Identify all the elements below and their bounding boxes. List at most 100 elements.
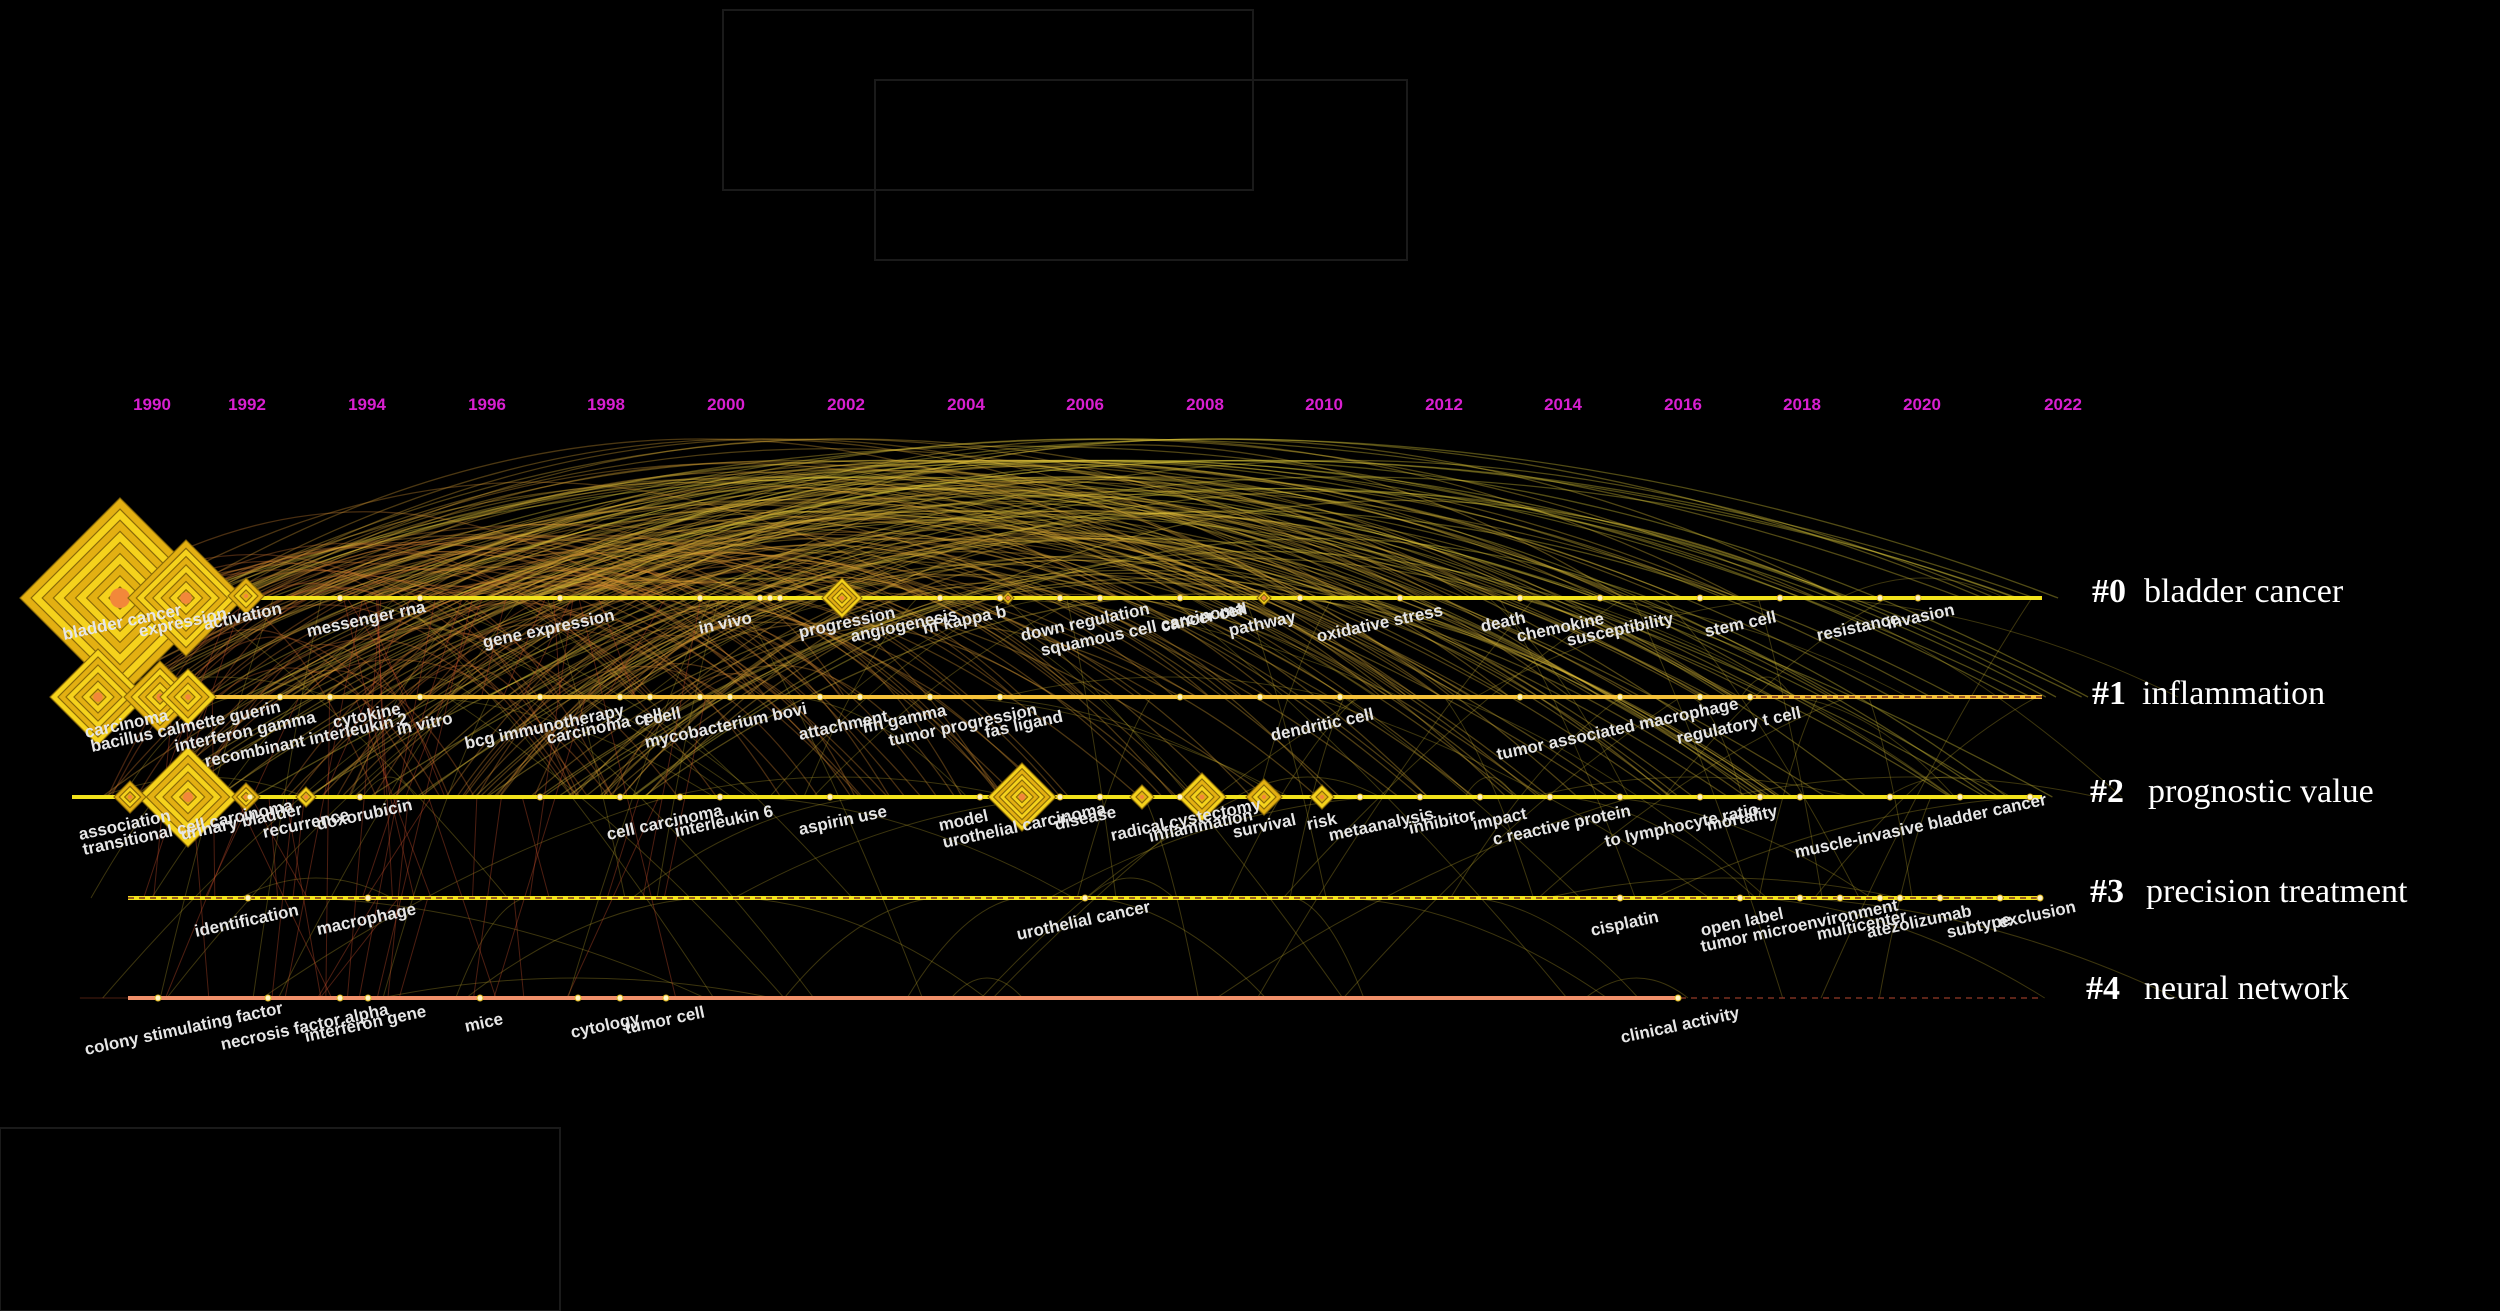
year-label: 2022 <box>2044 395 2082 414</box>
link-arc <box>1120 597 1376 698</box>
link-arc <box>1309 696 1710 899</box>
keyword-dot <box>726 693 734 701</box>
link-arc <box>456 625 938 798</box>
empty-frames <box>0 9 1408 1311</box>
link-arc <box>368 510 1958 798</box>
link-arc <box>465 897 697 999</box>
link-arc <box>621 586 1211 798</box>
keyword-dot <box>336 594 344 602</box>
link-arc <box>505 567 891 798</box>
link-arc <box>510 597 853 899</box>
year-label: 2012 <box>1425 395 1463 414</box>
link-arc <box>642 593 1782 798</box>
keyword-dot <box>1176 693 1184 701</box>
year-label: 2004 <box>947 395 985 414</box>
link-arc <box>612 511 1796 698</box>
link-arc <box>461 438 1984 599</box>
year-label: 2000 <box>707 395 745 414</box>
keyword-dot <box>1081 894 1089 902</box>
link-arc <box>393 538 1429 798</box>
node-association <box>113 780 147 814</box>
node-core <box>1199 794 1205 800</box>
link-arc <box>304 483 1772 798</box>
link-arc <box>261 796 669 999</box>
link-arc <box>424 501 1355 698</box>
link-arc <box>601 535 1511 798</box>
keyword-dot <box>1936 894 1944 902</box>
link-arc <box>1868 696 1913 899</box>
link-arc <box>164 638 573 798</box>
link-line <box>522 597 573 698</box>
link-arc <box>377 578 632 698</box>
keyword-dot <box>1296 594 1304 602</box>
link-arc <box>348 664 580 798</box>
link-arc <box>241 438 1423 599</box>
keyword-dot <box>1746 693 1754 701</box>
link-arc <box>136 667 441 798</box>
link-arc <box>251 514 1474 698</box>
link-arc <box>469 621 1062 798</box>
link-arc <box>434 487 1732 698</box>
link-arc <box>1004 597 1344 999</box>
link-arc <box>812 597 1083 798</box>
link-arc <box>630 625 842 698</box>
link-arc <box>309 476 1601 798</box>
keyword-dot <box>336 994 344 1002</box>
link-line <box>398 897 429 999</box>
link-arc <box>487 459 1996 698</box>
link-arc <box>644 574 1418 798</box>
link-arc <box>476 610 843 798</box>
link-arc <box>314 897 706 999</box>
link-arc <box>148 533 1059 698</box>
link-arc <box>505 438 1742 599</box>
node-activation <box>227 577 265 615</box>
link-arc <box>755 796 1074 899</box>
link-arc <box>581 479 1350 599</box>
node-expression <box>127 539 245 657</box>
link-arc <box>167 459 1671 698</box>
keyword-dot <box>2026 793 2034 801</box>
link-arc <box>93 566 945 698</box>
link-arc <box>415 555 1761 798</box>
link-arc <box>525 696 815 999</box>
link-arc <box>105 548 1198 698</box>
cluster-name: bladder cancer <box>2144 573 2344 610</box>
link-arc <box>1758 696 1819 899</box>
link-arc <box>288 567 861 798</box>
year-label: 2010 <box>1305 395 1343 414</box>
link-line <box>606 796 640 899</box>
link-arc <box>1796 897 2177 999</box>
link-arc <box>1235 776 1381 798</box>
keyword-dot <box>1896 894 1904 902</box>
link-arc <box>279 583 651 798</box>
link-arc <box>429 459 1601 698</box>
link-arc <box>353 533 1119 698</box>
keyword-dot <box>1176 793 1184 801</box>
link-arc <box>292 499 1482 698</box>
link-arc <box>138 604 589 798</box>
link-arc <box>588 537 1671 798</box>
link-arc <box>1475 897 1639 999</box>
keyword-dot <box>1796 894 1804 902</box>
keyword-dot <box>616 994 624 1002</box>
keyword-dot <box>996 594 1004 602</box>
keyword-dot <box>476 994 484 1002</box>
link-arc <box>446 516 1729 798</box>
link-arc <box>1632 597 1784 999</box>
node-recurrence <box>295 786 317 808</box>
link-arc <box>1257 597 1333 798</box>
link-arc <box>147 516 1143 798</box>
link-arc <box>1289 696 1345 899</box>
link-arc <box>201 438 1299 599</box>
link-arc <box>221 459 1550 698</box>
keyword-dot <box>1546 793 1554 801</box>
link-arc <box>906 897 1017 999</box>
link-arc <box>517 533 1375 698</box>
keyword-dot <box>1876 594 1884 602</box>
link-arc <box>602 664 956 798</box>
link-arc <box>1048 796 1378 899</box>
link-arc <box>529 622 1319 798</box>
keyword-dot <box>1596 594 1604 602</box>
link-arc <box>252 597 322 999</box>
link-arc <box>486 569 1779 798</box>
